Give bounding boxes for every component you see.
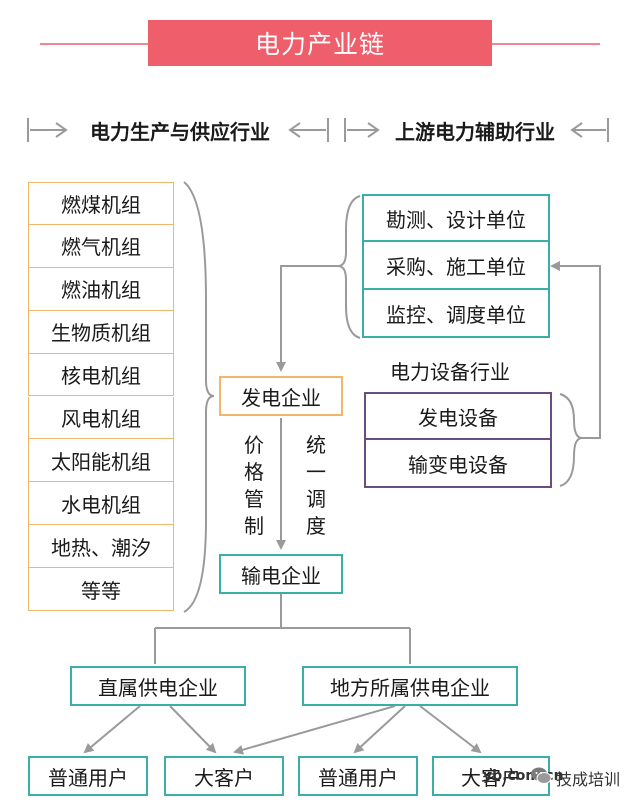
user-major-client: 大客户 [432, 756, 550, 796]
generation-unit-item: 燃煤机组 [28, 182, 174, 225]
user-ordinary: 普通用户 [298, 756, 418, 796]
generation-unit-item: 核电机组 [28, 353, 174, 397]
generation-unit-item: 风电机组 [28, 396, 174, 440]
generation-unit-item: 燃气机组 [28, 224, 174, 268]
section-label-upstream-auxiliary: 上游电力辅助行业 [395, 119, 555, 144]
equipment-transmission: 输变电设备 [364, 440, 552, 488]
aux-unit-survey-design: 勘测、设计单位 [362, 194, 550, 242]
user-major-client: 大客户 [164, 756, 284, 796]
unified-dispatch-label: 统 一 调 度 [306, 433, 326, 538]
generation-unit-item: 水电机组 [28, 482, 174, 526]
generation-unit-item: 生物质机组 [28, 310, 174, 354]
watermark-account: 技成培训 [556, 770, 621, 789]
generation-unit-item: 地热、潮汐 [28, 525, 174, 569]
direct-supply-company: 直属供电企业 [70, 666, 246, 706]
generation-unit-item: 太阳能机组 [28, 439, 174, 483]
equipment-industry-label: 电力设备行业 [390, 360, 510, 384]
aux-unit-monitoring-dispatch: 监控、调度单位 [362, 290, 550, 338]
price-control-label: 价 格 管 制 [244, 433, 264, 538]
user-ordinary: 普通用户 [28, 756, 148, 796]
power-generation-company: 发电企业 [219, 376, 343, 416]
aux-unit-procurement-construction: 采购、施工单位 [362, 242, 550, 290]
section-label-production-supply: 电力生产与供应行业 [90, 119, 270, 144]
transmission-company: 输电企业 [219, 554, 343, 594]
wechat-icon [530, 765, 552, 787]
equipment-generation: 发电设备 [364, 392, 552, 440]
local-supply-company: 地方所属供电企业 [302, 666, 518, 706]
generation-unit-item: 等等 [28, 568, 174, 611]
page-title: 电力产业链 [148, 20, 492, 66]
generation-unit-item: 燃油机组 [28, 267, 174, 311]
